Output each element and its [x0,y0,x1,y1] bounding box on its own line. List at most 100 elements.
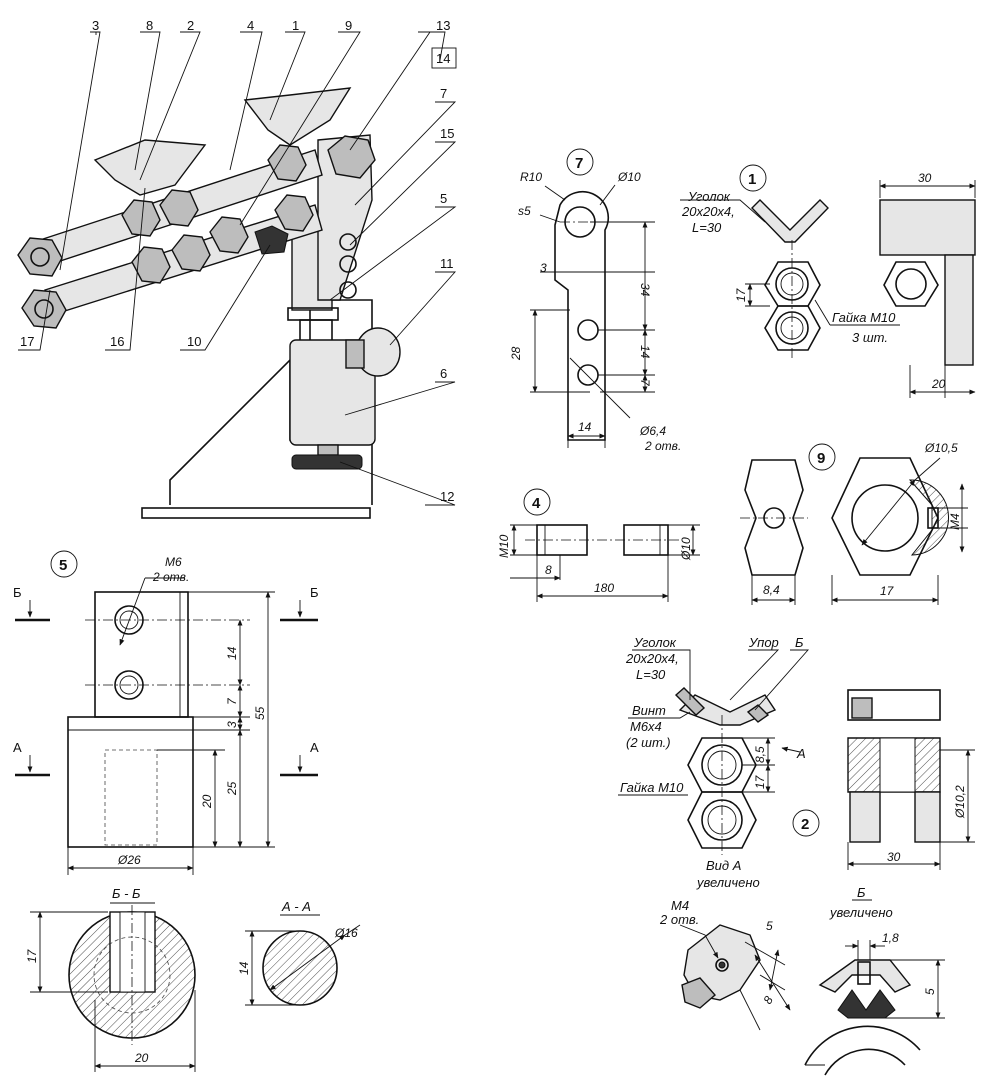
callout-9: 9 [345,18,352,33]
p2-screw-3: (2 шт.) [626,735,671,750]
callout-15: 15 [440,126,454,141]
part-9-dims: Ø10,5 M4 8,4 17 [763,441,962,598]
view-b-subtitle: увеличено [829,905,893,920]
callout-2: 2 [187,18,194,33]
dim-d26: Ø26 [117,853,141,867]
p2-angle-3: L=30 [636,667,666,682]
p2-screw-1: Винт [632,703,666,718]
part-4-number: 4 [532,495,541,512]
view-a-hole-m4: M4 [671,898,689,913]
part-1-number: 1 [748,171,756,188]
section-a-left: А [13,740,22,755]
dim-20-bb: 20 [134,1051,149,1065]
dim-14-p5: 14 [225,646,239,660]
dim-7: 7 [638,379,652,387]
part-5-dims: M6 2 отв. Б Б А А 14 7 3 55 25 20 Ø26 [13,555,319,867]
dim-17-nut: 17 [880,584,895,598]
callout-6: 6 [440,366,447,381]
part-2-drawing [618,649,975,870]
angle-label-1: Уголок [687,189,731,204]
view-a-labels: Вид А увеличено M4 2 отв. 5 8 [659,858,776,1007]
part-1-drawing: 1 [680,164,976,398]
assembly-callout-labels: 3 8 2 4 1 9 13 14 7 15 5 11 6 12 10 16 1… [20,18,454,504]
callout-12: 12 [440,489,454,504]
dim-5-va: 5 [766,919,773,933]
part-1-dims: Уголок 20x20x4, L=30 Гайка M10 3 шт. 30 … [681,171,946,391]
dim-d10-5: Ø10,5 [924,441,958,455]
callout-16: 16 [110,334,124,349]
dim-20: 20 [931,377,946,391]
section-aa-title: А - А [281,899,311,914]
callout-10: 10 [187,334,201,349]
dim-8-5: 8,5 [753,746,767,763]
hole-label-m6: M6 [165,555,182,569]
dim-14-aa: 14 [237,961,251,975]
angle-label-2: 20x20x4, [681,204,735,219]
view-b-labels: Б увеличено 1,8 5 [829,885,937,995]
callout-5: 5 [440,191,447,206]
dim-14-h: 14 [578,420,592,434]
view-b-drawing [804,899,945,1076]
part-2-labels: Уголок 20x20x4, L=30 Упор Б Винт M6x4 (2… [620,635,967,864]
dim-d10-rod: Ø10 [679,537,693,561]
section-aa-labels: А - А 14 Ø16 [237,899,358,975]
part-7-number: 7 [575,155,583,172]
part-9-number: 9 [817,450,825,467]
part-7-drawing: 7 [530,148,655,448]
view-b-title: Б [857,885,866,900]
dim-30-p2: 30 [887,850,901,864]
callout-1: 1 [292,18,299,33]
dim-28: 28 [509,346,523,361]
nut-label-1: Гайка M10 [832,310,896,325]
callout-14: 14 [436,51,450,66]
dim-m10: M10 [497,534,511,558]
part-7-dims: R10 Ø10 s5 3 34 28 14 7 14 Ø6,4 2 отв. [509,170,681,453]
dim-3-p5: 3 [225,721,239,728]
p2-stop: Упор [748,635,779,650]
dim-20-p5: 20 [200,794,214,809]
assembly-view [17,87,401,519]
dim-2-holes: 2 отв. [644,439,681,453]
dim-5-vb: 5 [923,988,937,995]
callout-4: 4 [247,18,254,33]
dim-34: 34 [638,283,652,297]
callout-17: 17 [20,334,34,349]
callout-3: 3 [92,18,99,33]
dim-m4: M4 [948,513,962,530]
section-bb-title: Б - Б [112,886,141,901]
dim-14-v: 14 [638,345,652,359]
dim-r10: R10 [520,170,542,184]
view-a-title: Вид А [706,858,741,873]
dim-55: 55 [253,706,267,720]
hole-label-count: 2 отв. [152,570,189,584]
callout-7: 7 [440,86,447,101]
dim-17-bb: 17 [25,948,39,963]
dim-d6-4: Ø6,4 [639,424,666,438]
dim-7-p5: 7 [225,697,239,705]
section-bb-labels: Б - Б 17 20 [25,886,149,1065]
part-2-number: 2 [801,816,809,833]
dim-8-4: 8,4 [763,583,780,597]
dim-s5: s5 [518,204,531,218]
part-4-dims: M10 8 180 Ø10 [497,534,693,595]
p2-angle-2: 20x20x4, [625,651,679,666]
dim-8: 8 [545,563,552,577]
section-bb-drawing [30,902,196,1072]
callout-11: 11 [440,256,454,271]
dim-d16: Ø16 [334,926,358,940]
part-9-drawing: 9 [740,443,968,605]
p2-screw-2: M6x4 [630,719,662,734]
dim-25: 25 [225,781,239,796]
p2-nut: Гайка M10 [620,780,684,795]
view-a-hole-count: 2 отв. [659,912,699,927]
dim-d10-2: Ø10,2 [953,785,967,819]
dim-17: 17 [734,287,748,302]
dim-8-va: 8 [760,993,776,1006]
p2-b: Б [795,635,804,650]
view-a-drawing [679,924,791,1031]
dim-30: 30 [918,171,932,185]
section-b-right: Б [310,585,319,600]
callout-14-frame [431,47,457,69]
p2-view-a-arrow: А [796,746,806,761]
